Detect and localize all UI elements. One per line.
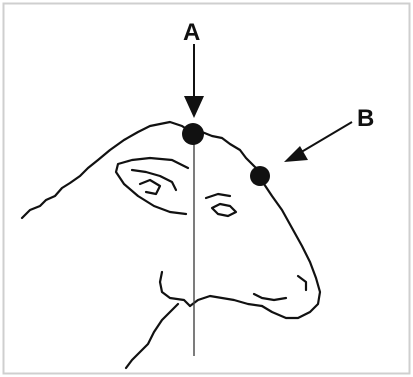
crown-outline (200, 130, 260, 172)
mouth-line (252, 292, 288, 302)
sheep-head-drawing (20, 120, 322, 370)
eye (210, 202, 238, 218)
ear-outline (114, 156, 190, 216)
nostril (296, 274, 308, 292)
label-b: B (357, 105, 374, 132)
ear-inner (130, 168, 178, 192)
fleece-outline (20, 120, 190, 220)
arrow-a (184, 44, 204, 118)
point-a-marker (182, 123, 204, 145)
point-b-marker (250, 166, 270, 186)
chin-outline (188, 294, 264, 308)
neck-fleece (124, 302, 180, 370)
brow-line (204, 192, 232, 200)
frame-border (2, 2, 411, 375)
face-outline (260, 182, 322, 320)
label-a: A (183, 19, 200, 46)
throat-outline (158, 270, 192, 308)
arrow-b (284, 121, 353, 162)
ear-inner-detail (138, 178, 162, 196)
